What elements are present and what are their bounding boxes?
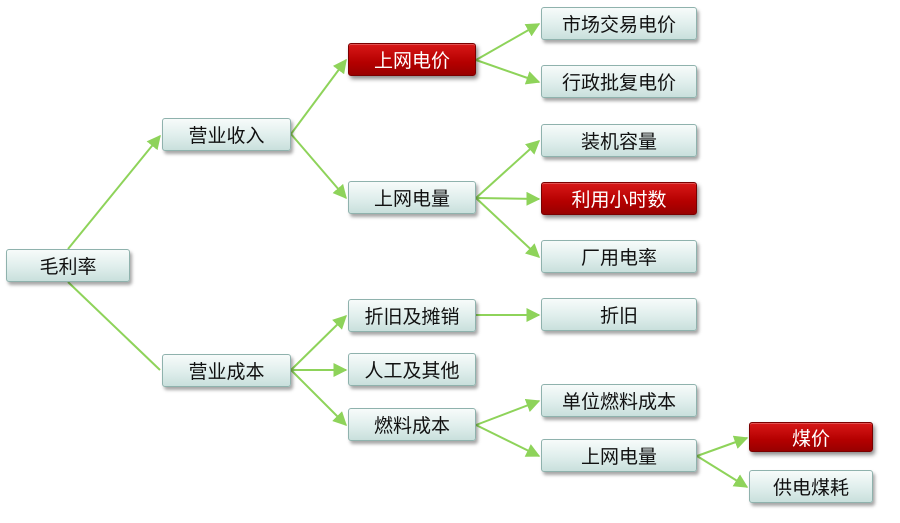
node-labor-other: 人工及其他 — [348, 353, 476, 386]
node-unit-fuel-cost: 单位燃料成本 — [541, 384, 697, 417]
node-fuel-cost: 燃料成本 — [348, 408, 476, 441]
node-coal-price: 煤价 — [749, 422, 873, 452]
node-coal-consumption: 供电煤耗 — [749, 470, 873, 503]
node-station-service-rate: 厂用电率 — [541, 240, 697, 273]
connector-grid-volume-coal-price — [696, 435, 749, 457]
connector-grid-price-market — [475, 23, 541, 61]
node-installed-capacity: 装机容量 — [541, 124, 697, 157]
connector-margin-revenue — [67, 134, 161, 250]
connector-revenue-grid-volume — [290, 133, 347, 200]
connector-grid-price-admin — [475, 59, 541, 85]
connector-cost-depr-amort — [290, 315, 347, 371]
connector-cost-fuel — [290, 369, 347, 426]
connector-grid-volume-hours — [475, 191, 541, 206]
connector-grid-volume-rate — [475, 197, 541, 258]
connector-grid-volume-capacity — [475, 140, 541, 199]
node-depreciation-amortization: 折旧及摊销 — [348, 299, 476, 332]
node-depreciation: 折旧 — [541, 298, 697, 331]
connector-fuel-grid-volume — [475, 424, 541, 457]
connector-grid-volume-coal-cons — [696, 455, 749, 488]
connector-revenue-grid-price — [290, 58, 347, 135]
node-operating-revenue: 营业收入 — [162, 118, 291, 151]
node-market-price: 市场交易电价 — [541, 7, 697, 40]
node-gross-margin: 毛利率 — [6, 249, 130, 282]
node-grid-volume: 上网电量 — [348, 181, 476, 214]
node-administrative-price: 行政批复电价 — [541, 65, 697, 98]
node-operating-cost: 营业成本 — [162, 354, 291, 387]
node-grid-price: 上网电价 — [348, 43, 476, 76]
connector-margin-cost — [67, 281, 161, 371]
node-utilization-hours: 利用小时数 — [541, 182, 697, 215]
connector-fuel-unit-fuel — [475, 398, 541, 426]
node-grid-volume-2: 上网电量 — [541, 439, 697, 472]
